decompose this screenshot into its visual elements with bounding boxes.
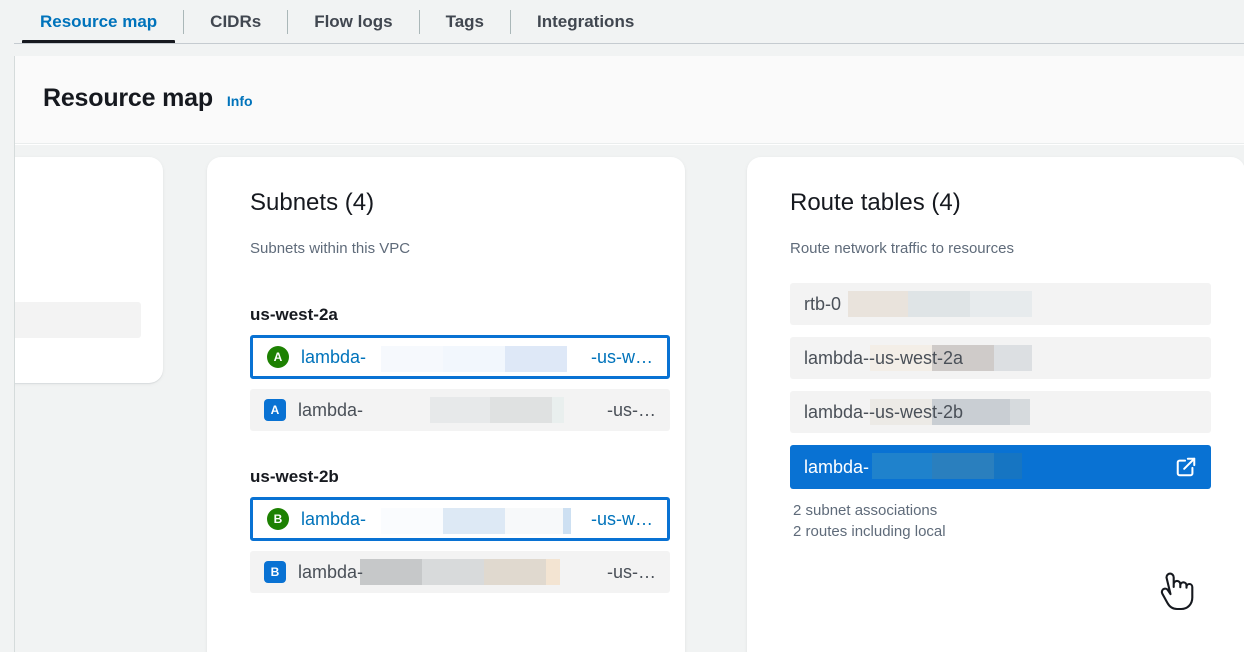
tab-separator: [183, 10, 185, 34]
subnet-row-a-second-suffix: -us-…: [607, 399, 656, 420]
subnets-card-subtitle: Subnets within this VPC: [250, 240, 411, 257]
redacted-block: [932, 453, 994, 479]
subnet-row-b-second-label: lambda-: [298, 561, 364, 582]
tab-cidrs-label: CIDRs: [210, 12, 262, 31]
routes-count: 2 routes including local: [793, 523, 946, 541]
tab-tags-label: Tags: [445, 12, 484, 31]
route-table-row-rtb0-label: rtb-0: [804, 293, 842, 314]
tab-cidrs[interactable]: CIDRs: [184, 0, 287, 44]
redacted-block: [870, 345, 932, 371]
subnet-row-a-selected[interactable]: A lambda- -us-w…: [250, 335, 670, 379]
route-tables-card-title: Route tables (4): [790, 189, 961, 216]
tab-resource-map[interactable]: Resource map: [14, 0, 183, 44]
route-table-row-2a-label: lambda-: [804, 347, 870, 368]
redacted-block: [484, 559, 546, 585]
tab-integrations[interactable]: Integrations: [511, 0, 660, 44]
redacted-block: [994, 453, 1022, 479]
route-table-row-2a-suffix: -us-west-2a: [869, 347, 964, 368]
route-table-row-selected[interactable]: lambda-: [790, 445, 1211, 489]
subnet-row-a-second[interactable]: A lambda- -us-…: [250, 389, 670, 431]
route-table-row-2b[interactable]: lambda- -us-west-2b: [790, 391, 1211, 433]
panel-title-wrap: Resource map Info: [43, 84, 253, 113]
panel-header: Resource map Info: [15, 56, 1244, 144]
route-table-row-rtb0[interactable]: rtb-0: [790, 283, 1211, 325]
redacted-block: [546, 559, 560, 585]
az-badge-b-icon: B: [264, 561, 286, 583]
redacted-block: [505, 508, 563, 534]
tab-separator: [418, 10, 420, 34]
tab-separator: [287, 10, 289, 34]
route-table-row-selected-label: lambda-: [804, 456, 870, 477]
redacted-block: [443, 346, 505, 372]
redacted-block: [994, 345, 1032, 371]
external-link-icon[interactable]: [1175, 456, 1197, 478]
redacted-block: [381, 346, 443, 372]
redacted-block: [932, 399, 1010, 425]
tab-bar-underline: [14, 43, 1244, 44]
tab-flow-logs[interactable]: Flow logs: [288, 0, 418, 44]
redacted-block: [848, 291, 908, 317]
subnets-card: Subnets (4) Subnets within this VPC us-w…: [207, 157, 685, 652]
redacted-block: [932, 345, 994, 371]
subnet-row-a-selected-suffix: -us-w…: [591, 346, 653, 367]
vpc-card-row-placeholder: [15, 302, 141, 338]
tab-integrations-label: Integrations: [537, 12, 635, 31]
route-tables-card-subtitle: Route network traffic to resources: [790, 240, 1014, 257]
tab-resource-map-label: Resource map: [40, 12, 158, 31]
resource-map-panel: Resource map Info: [14, 56, 1244, 652]
az-badge-a-icon: A: [267, 346, 289, 368]
vpc-card-partial[interactable]: [15, 157, 163, 383]
route-tables-card: Route tables (4) Route network traffic t…: [747, 157, 1244, 652]
resource-map-canvas[interactable]: Subnets (4) Subnets within this VPC us-w…: [15, 145, 1244, 652]
az-badge-a-icon: A: [264, 399, 286, 421]
az-badge-b-icon: B: [267, 508, 289, 530]
subnet-row-b-second-suffix: -us-…: [607, 561, 656, 582]
route-table-row-2b-suffix: -us-west-2b: [869, 401, 964, 422]
redacted-block: [381, 508, 443, 534]
az-label-us-west-2a: us-west-2a: [250, 305, 338, 324]
redacted-block: [360, 559, 422, 585]
route-table-row-2a[interactable]: lambda- -us-west-2a: [790, 337, 1211, 379]
redacted-block: [908, 291, 970, 317]
redacted-block: [490, 397, 552, 423]
tab-tags[interactable]: Tags: [420, 0, 510, 44]
info-link[interactable]: Info: [226, 93, 253, 109]
subnet-row-a-second-label: lambda-: [298, 399, 364, 420]
tab-bar: Resource map CIDRs Flow logs Tags Integr…: [0, 0, 1244, 45]
redacted-block: [443, 508, 505, 534]
redacted-block: [552, 397, 564, 423]
subnet-row-a-selected-label: lambda-: [301, 346, 367, 367]
route-table-row-2b-label: lambda-: [804, 401, 870, 422]
redacted-block: [870, 399, 932, 425]
tab-list: Resource map CIDRs Flow logs Tags Integr…: [14, 0, 660, 44]
subnet-row-b-second[interactable]: B lambda- -us-…: [250, 551, 670, 593]
redacted-block: [430, 397, 490, 423]
tab-separator: [510, 10, 511, 34]
redacted-block: [422, 559, 484, 585]
subnets-card-title: Subnets (4): [250, 189, 375, 216]
az-label-us-west-2b: us-west-2b: [250, 467, 339, 486]
redacted-block: [505, 346, 567, 372]
subnet-associations-count: 2 subnet associations: [793, 502, 938, 519]
subnet-row-b-selected-suffix: -us-w…: [591, 508, 653, 529]
redacted-block: [563, 508, 571, 534]
subnet-row-b-selected[interactable]: B lambda- -us-w…: [250, 497, 670, 541]
tab-flow-logs-label: Flow logs: [314, 12, 393, 31]
redacted-block: [1010, 399, 1030, 425]
subnet-row-b-selected-label: lambda-: [301, 508, 367, 529]
page-title: Resource map: [43, 84, 213, 112]
route-table-selected-details: 2 subnet associations 2 routes including…: [793, 500, 946, 543]
redacted-block: [872, 453, 932, 479]
redacted-block: [970, 291, 1032, 317]
